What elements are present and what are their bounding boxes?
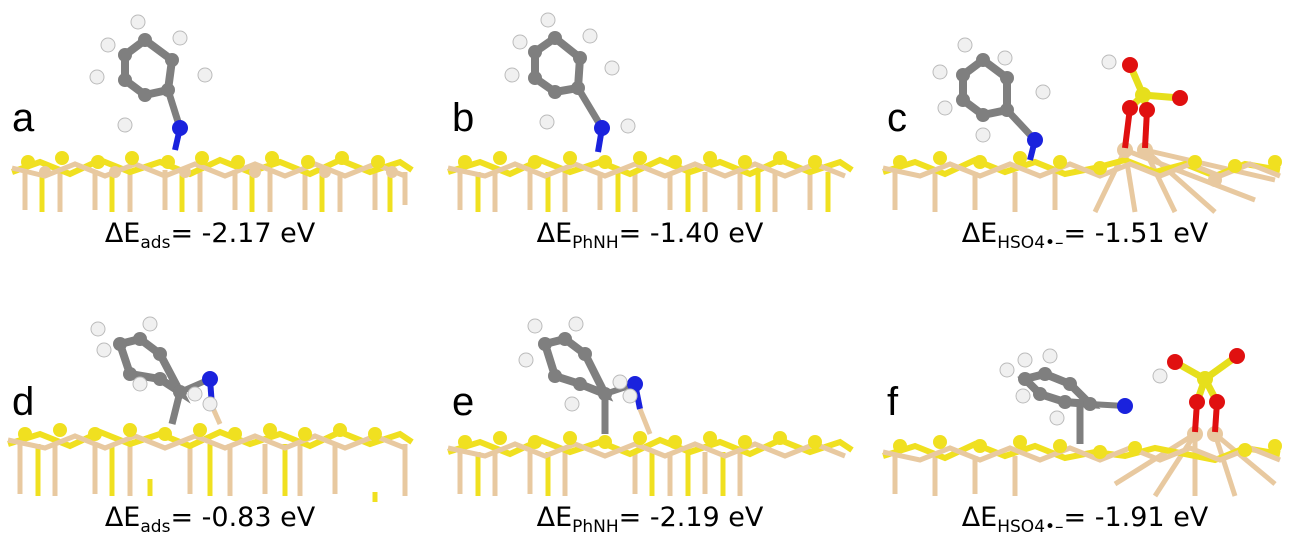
structure-b xyxy=(447,12,854,212)
energy-label: ΔEads= -2.17 eV xyxy=(104,218,316,253)
panel-letter: a xyxy=(12,96,35,140)
gold-surface xyxy=(10,151,414,220)
gold-surface xyxy=(882,426,1282,498)
gold-surface xyxy=(447,151,854,212)
adsorbate-molecule xyxy=(932,37,1051,161)
adsorbate-molecule xyxy=(89,14,213,151)
hso4-molecule xyxy=(1152,348,1245,433)
energy-label: ΔEPhNH= -1.40 eV xyxy=(536,218,764,253)
panel-f: f ΔEHSO4•–= -1.91 eV xyxy=(875,284,1290,554)
adsorbate-molecule xyxy=(90,316,223,426)
panel-a: a ΔEads= -2.17 eV xyxy=(0,0,420,270)
panel-letter: d xyxy=(12,380,35,424)
adsorbate-molecule xyxy=(999,348,1133,444)
gold-surface xyxy=(7,423,414,502)
adsorbate-molecule xyxy=(518,316,653,435)
structure-e xyxy=(447,316,854,496)
panel-letter: f xyxy=(887,380,899,424)
panel-letter: e xyxy=(452,380,475,424)
gold-surface xyxy=(447,431,854,496)
panel-e: e ΔEPhNH= -2.19 eV xyxy=(440,284,860,554)
panel-letter: b xyxy=(452,96,475,140)
hso4-molecule xyxy=(1101,54,1188,149)
adsorbate-molecule xyxy=(504,12,636,153)
gold-surface xyxy=(882,142,1282,214)
structure-d xyxy=(7,316,414,502)
energy-label: ΔEads= -0.83 eV xyxy=(104,502,316,537)
structure-a xyxy=(10,14,414,220)
panel-d: d ΔEads= -0.83 eV xyxy=(0,284,420,554)
panel-b: b ΔEPhNH= -1.40 eV xyxy=(440,0,860,270)
panel-letter: c xyxy=(887,96,907,140)
structure-f xyxy=(882,348,1282,498)
energy-label: ΔEHSO4•–= -1.51 eV xyxy=(961,218,1209,253)
structure-c xyxy=(882,37,1282,214)
energy-label: ΔEPhNH= -2.19 eV xyxy=(536,502,764,537)
energy-label: ΔEHSO4•–= -1.91 eV xyxy=(961,502,1209,537)
panel-c: c ΔEHSO4•–= -1.51 eV xyxy=(875,0,1290,270)
